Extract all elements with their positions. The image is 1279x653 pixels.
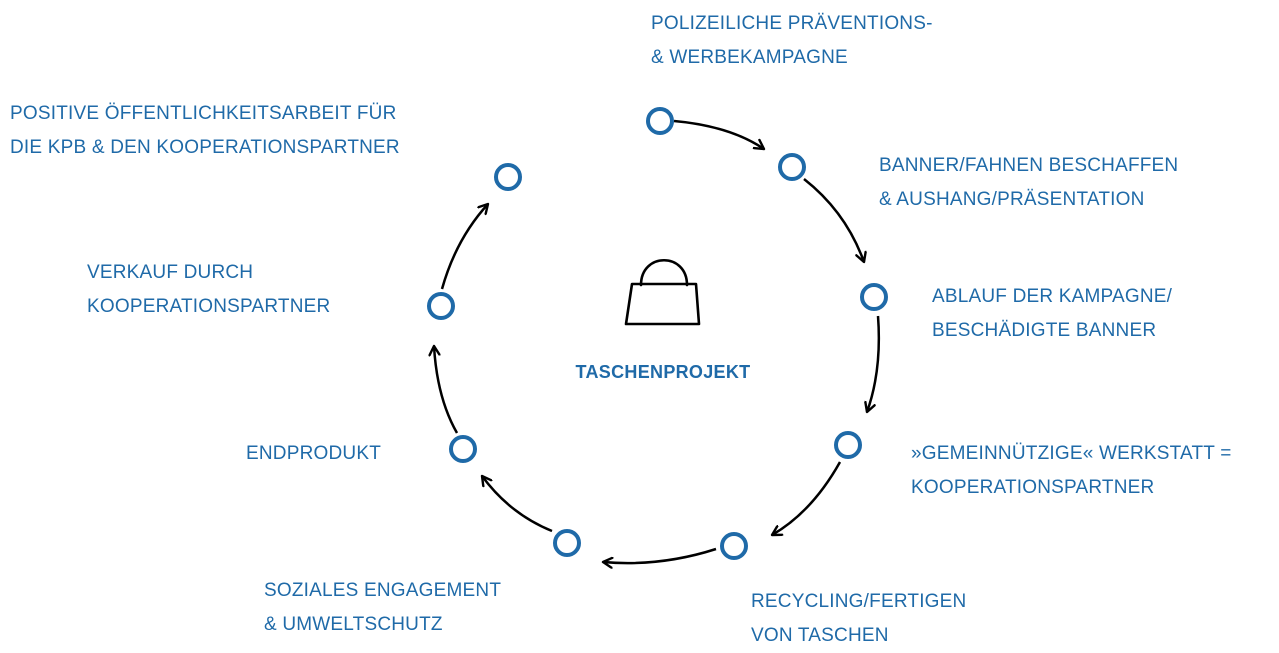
- arrow-werkstatt-to-recycling: [772, 461, 842, 535]
- step-label-line: SOZIALES ENGAGEMENT: [264, 580, 502, 601]
- node-banner: [778, 153, 806, 181]
- step-label-line: »GEMEINNÜTZIGE« WERKSTATT =: [911, 443, 1232, 464]
- step-label-line: KOOPERATIONSPARTNER: [911, 477, 1155, 498]
- node-werkstatt: [834, 431, 862, 459]
- node-praevention: [646, 107, 674, 135]
- step-label-line: & UMWELTSCHUTZ: [264, 614, 443, 635]
- center-title: TASCHENPROJEKT: [575, 362, 751, 382]
- step-label-line: POLIZEILICHE PRÄVENTIONS-: [651, 13, 933, 34]
- node-verkauf: [427, 292, 455, 320]
- node-ablauf: [860, 283, 888, 311]
- node-endprodukt: [449, 435, 477, 463]
- step-label-line: VERKAUF DURCH: [87, 262, 254, 283]
- step-label-line: BESCHÄDIGTE BANNER: [932, 320, 1157, 341]
- step-label-line: & AUSHANG/PRÄSENTATION: [879, 189, 1145, 210]
- step-label-verkauf: VERKAUF DURCH KOOPERATIONSPARTNER: [87, 256, 330, 324]
- arrow-recycling-to-engagement: [603, 547, 717, 563]
- step-label-banner: BANNER/FAHNEN BESCHAFFEN & AUSHANG/PRÄSE…: [879, 149, 1178, 217]
- step-label-oeffentlichkeit: POSITIVE ÖFFENTLICHKEITSARBEIT FÜR DIE K…: [10, 97, 400, 165]
- step-label-line: RECYCLING/FERTIGEN: [751, 591, 967, 612]
- arrow-praevention-to-banner: [673, 119, 764, 149]
- arrow-banner-to-ablauf: [803, 178, 864, 262]
- shopping-bag-icon: [624, 259, 701, 326]
- node-recycling: [720, 532, 748, 560]
- step-label-ablauf: ABLAUF DER KAMPAGNE/ BESCHÄDIGTE BANNER: [932, 280, 1172, 348]
- step-label-line: BANNER/FAHNEN BESCHAFFEN: [879, 155, 1179, 176]
- arrow-verkauf-to-oeffentlichkeit: [440, 204, 488, 290]
- step-label-line: DIE KPB & DEN KOOPERATIONSPARTNER: [10, 137, 400, 158]
- arrow-ablauf-to-werkstatt: [867, 315, 881, 412]
- step-label-praevention: POLIZEILICHE PRÄVENTIONS- & WERBEKAMPAGN…: [651, 7, 933, 75]
- node-engagement: [553, 529, 581, 557]
- step-label-engagement: SOZIALES ENGAGEMENT & UMWELTSCHUTZ: [264, 574, 501, 642]
- node-oeffentlichkeit: [494, 163, 522, 191]
- step-label-recycling: RECYCLING/FERTIGEN VON TASCHEN: [751, 585, 966, 653]
- arrow-endprodukt-to-verkauf: [434, 346, 459, 434]
- step-label-line: ENDPRODUKT: [246, 443, 382, 464]
- step-label-line: & WERBEKAMPAGNE: [651, 47, 848, 68]
- step-label-line: KOOPERATIONSPARTNER: [87, 296, 331, 317]
- step-label-line: ABLAUF DER KAMPAGNE/: [932, 286, 1173, 307]
- step-label-endprodukt: ENDPRODUKT: [246, 437, 381, 471]
- step-label-line: POSITIVE ÖFFENTLICHKEITSARBEIT FÜR: [10, 103, 397, 124]
- step-label-line: VON TASCHEN: [751, 625, 889, 646]
- arrow-engagement-to-endprodukt: [482, 476, 553, 533]
- step-label-werkstatt: »GEMEINNÜTZIGE« WERKSTATT = KOOPERATIONS…: [911, 437, 1232, 505]
